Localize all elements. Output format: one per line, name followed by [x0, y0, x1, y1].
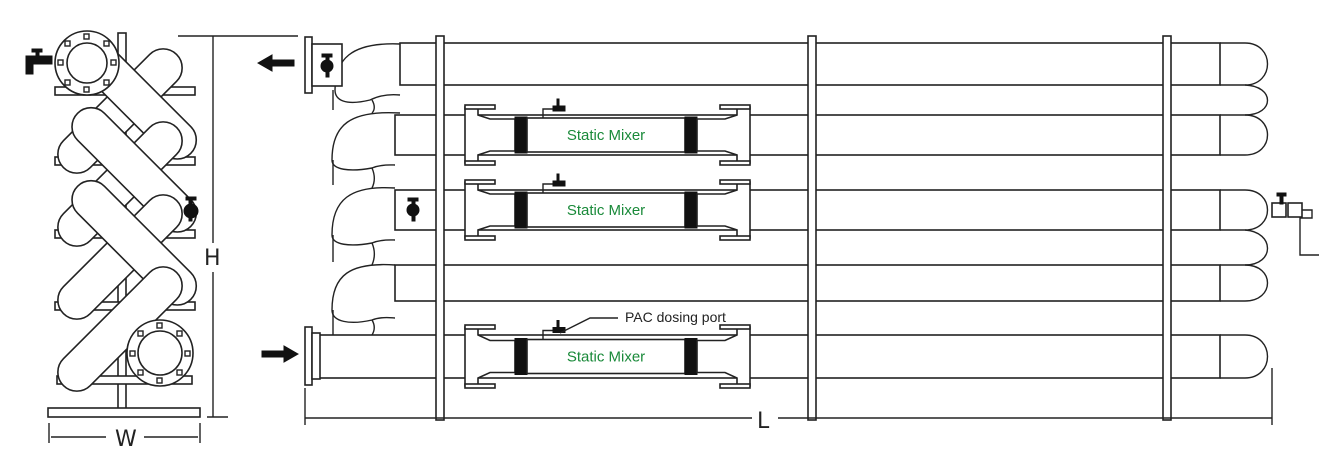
side-base — [47, 407, 201, 418]
dosing-port-label: PAC dosing port — [625, 309, 726, 325]
static-mixer-label: Static Mixer — [567, 349, 645, 366]
static-mixer: Static Mixer — [464, 320, 751, 389]
static-mixer-label: Static Mixer — [567, 127, 645, 144]
front-view: Static Mixer Static Mixer — [256, 35, 1319, 434]
static-mixer: Static Mixer — [464, 98, 751, 166]
left-elbows — [331, 43, 401, 336]
side-valve-icon — [183, 196, 199, 222]
static-mixer: Static Mixer — [464, 173, 751, 241]
top-flange — [54, 30, 120, 96]
pipe-row-5 — [317, 334, 1221, 379]
dosing-tap-icon — [542, 183, 553, 193]
drain-valve-icon — [25, 48, 53, 75]
bottom-flange — [126, 319, 194, 387]
inlet-arrow-icon — [261, 345, 300, 363]
inlet-flange — [304, 326, 313, 386]
outlet-valve-icon — [320, 53, 334, 78]
dosing-tap-icon — [542, 108, 553, 118]
static-mixer-label: Static Mixer — [567, 202, 645, 219]
side-pipe-coils — [57, 33, 198, 392]
sample-valve-icon — [1271, 192, 1319, 256]
outlet-flange — [304, 36, 313, 94]
side-view: H W — [25, 30, 298, 452]
right-u-bends — [1220, 42, 1269, 379]
vertical-supports — [435, 35, 1172, 421]
row3-valve-icon — [406, 197, 420, 222]
height-dimension-label: H — [204, 246, 221, 271]
outlet-arrow-icon — [256, 54, 295, 72]
length-dimension-label: L — [757, 409, 770, 434]
dosing-port-leader — [559, 317, 618, 334]
width-dimension-label: W — [115, 427, 137, 452]
pipe-rows — [317, 42, 1221, 379]
dosing-tap-icon — [542, 329, 553, 340]
